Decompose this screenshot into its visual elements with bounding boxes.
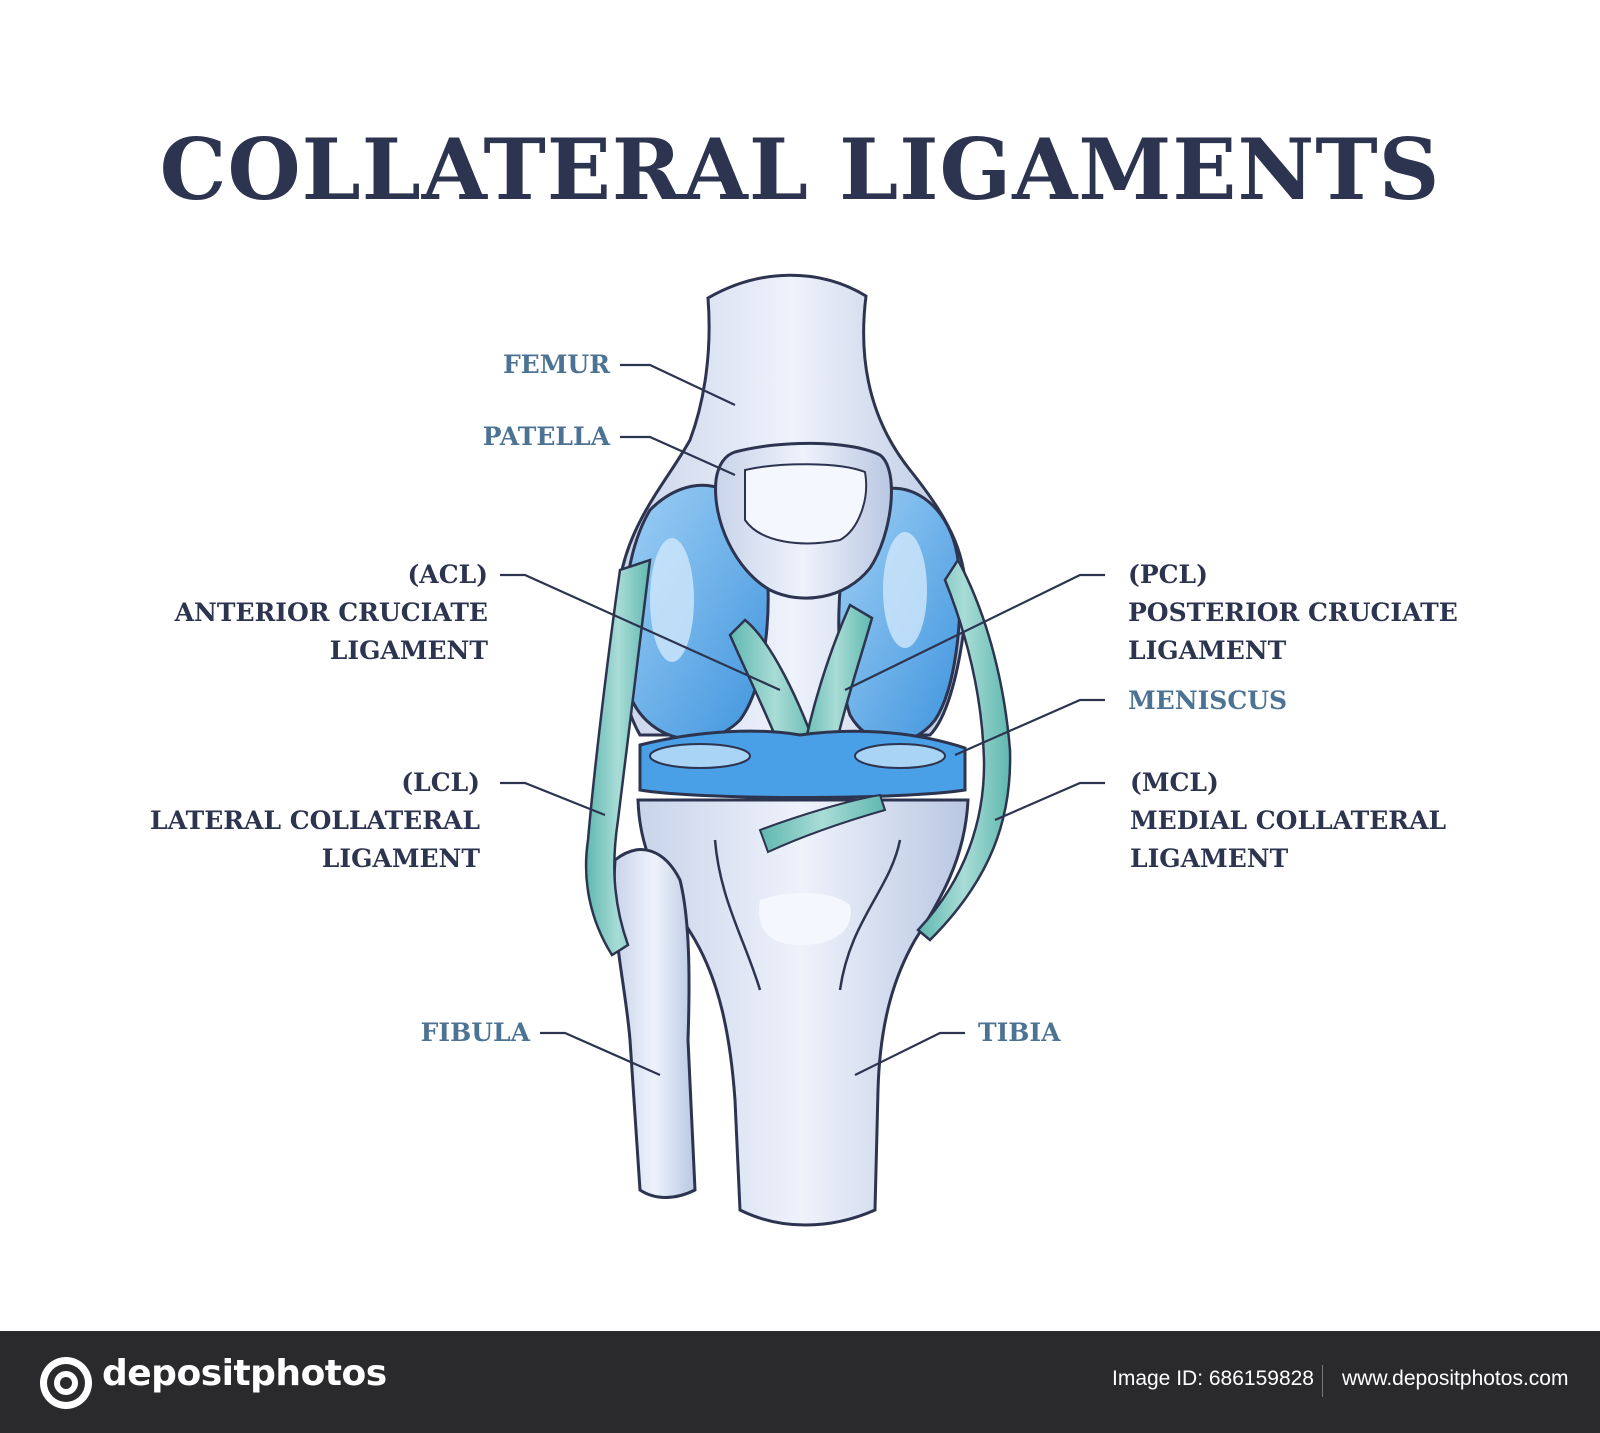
image-id: Image ID: 686159828 bbox=[1112, 1367, 1314, 1390]
leader-meniscus bbox=[954, 698, 1105, 757]
mcl-label: (MCL) MEDIAL COLLATERAL LIGAMENT bbox=[1130, 768, 1447, 873]
pcl-label: (PCL) POSTERIOR CRUCIATE LIGAMENT bbox=[1128, 560, 1458, 665]
lcl-ligament bbox=[584, 558, 652, 957]
brand-name[interactable]: depositphotos bbox=[102, 1353, 387, 1394]
tibia-label: TIBIA bbox=[978, 1018, 1061, 1047]
acl-label: (ACL) ANTERIOR CRUCIATE LIGAMENT bbox=[174, 560, 488, 665]
leader-pcl bbox=[844, 573, 1105, 691]
leader-tibia bbox=[854, 1031, 965, 1076]
footer-divider bbox=[1322, 1365, 1323, 1397]
camera-logo-icon bbox=[40, 1357, 92, 1409]
meniscus-label: MENISCUS bbox=[1128, 686, 1288, 715]
page-title: COLLATERAL LIGAMENTS bbox=[159, 120, 1441, 219]
diagram-canvas: COLLATERAL LIGAMENTS bbox=[150, 120, 1458, 1227]
patella-label: PATELLA bbox=[482, 422, 610, 451]
mcl-ligament bbox=[916, 557, 1012, 942]
leader-fibula bbox=[540, 1031, 661, 1077]
fibula-label: FIBULA bbox=[420, 1018, 530, 1047]
leader-lines bbox=[500, 363, 1105, 1077]
leader-mcl bbox=[994, 781, 1105, 822]
femur-label: FEMUR bbox=[502, 350, 610, 379]
lcl-label: (LCL) LATERAL COLLATERAL LIGAMENT bbox=[150, 768, 480, 873]
site-url[interactable]: www.depositphotos.com bbox=[1342, 1367, 1569, 1390]
leader-patella bbox=[620, 435, 736, 477]
leader-acl bbox=[500, 573, 781, 692]
fibula-bone bbox=[612, 848, 697, 1199]
leader-lcl bbox=[500, 781, 606, 817]
footer-bar: depositphotos Image ID: 686159828 www.de… bbox=[0, 1331, 1600, 1433]
knee-illustration bbox=[500, 273, 1105, 1227]
leader-femur bbox=[620, 363, 736, 406]
